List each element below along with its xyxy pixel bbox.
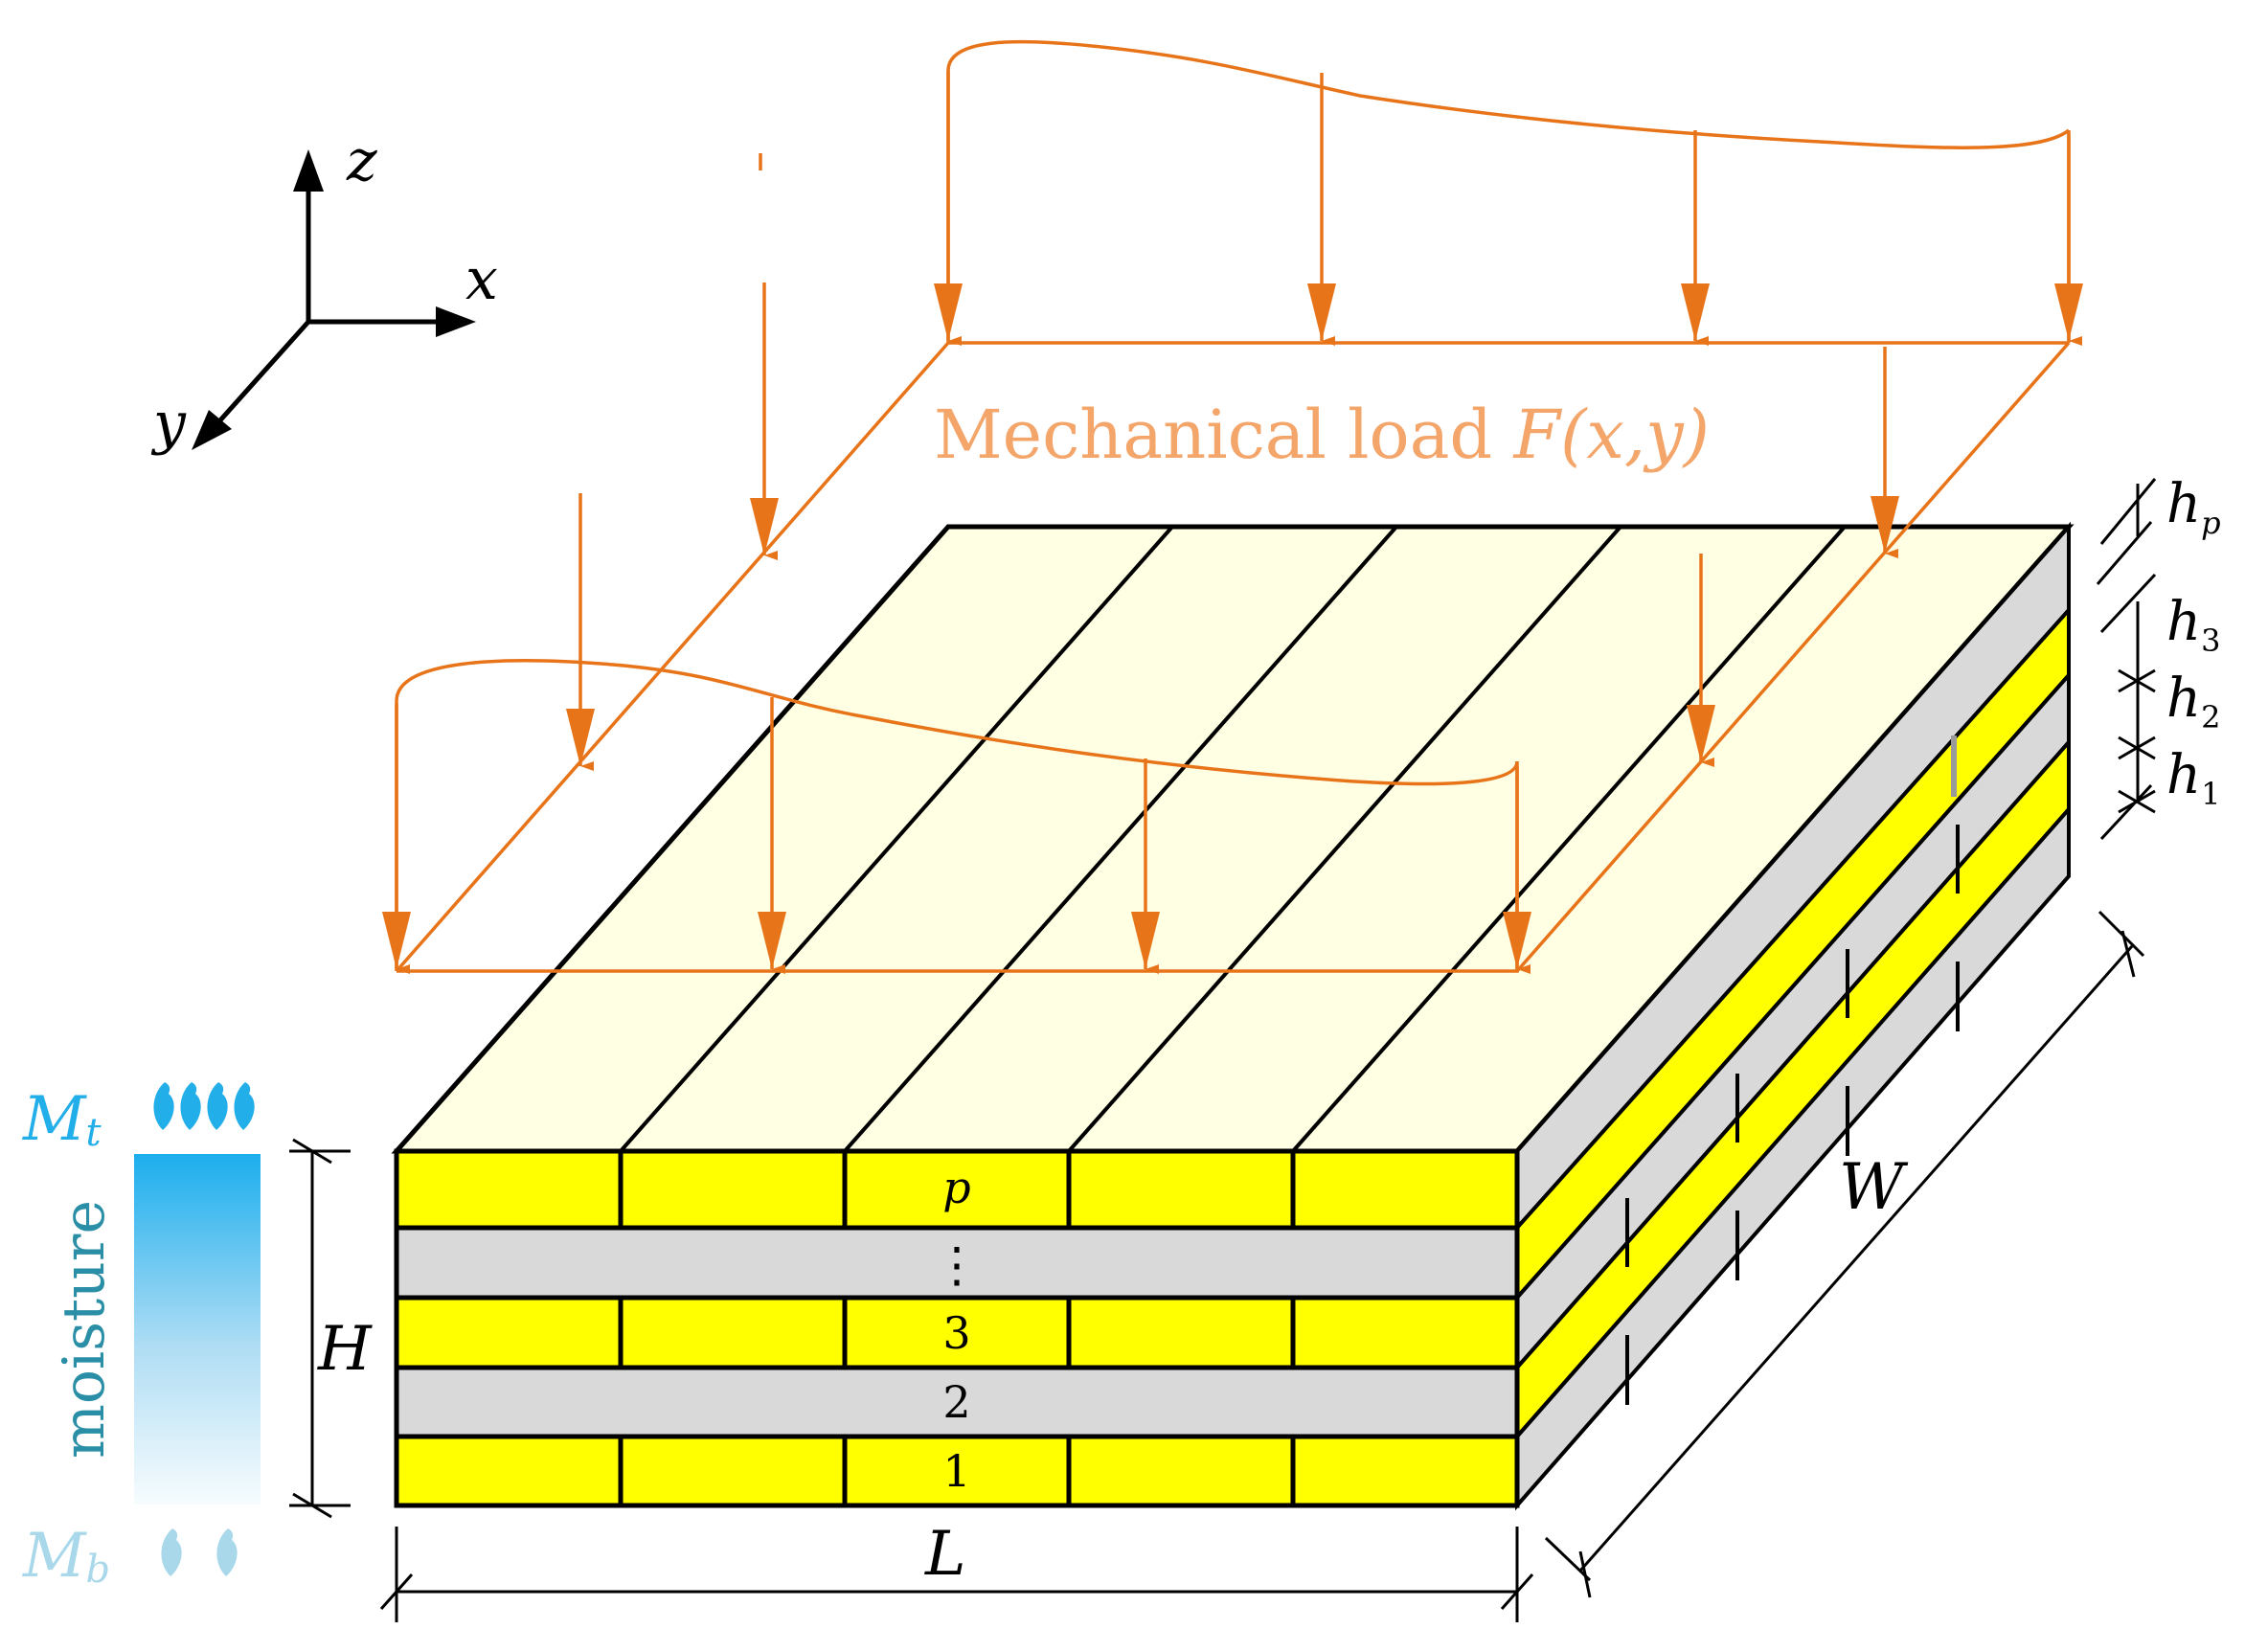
moisture-gradient-bar	[134, 1154, 261, 1505]
thickness-hp-sub: p	[2201, 505, 2220, 541]
thickness-h1-sub: 1	[2201, 776, 2220, 812]
moisture-droplets-top-icon	[153, 1082, 255, 1130]
coordinate-axes	[209, 182, 441, 433]
side-face-joints	[1625, 825, 1960, 1405]
load-arrowhead	[382, 912, 411, 969]
moisture-top-base: M	[22, 1084, 87, 1155]
thickness-h1-base: h	[2166, 744, 2201, 806]
z-axis-label: z	[346, 127, 377, 194]
mechanical-load-symbol: F	[1512, 396, 1563, 474]
x-axis-arrowhead	[436, 306, 476, 337]
y-axis-arrowhead	[192, 410, 232, 450]
moisture-droplets-bottom-icon	[161, 1528, 238, 1576]
thickness-h2-sub: 2	[2201, 699, 2220, 735]
layer-label-p: p	[942, 1162, 970, 1213]
load-arrowhead	[1687, 705, 1715, 762]
load-arrowhead	[1681, 283, 1710, 341]
front-layer-3	[394, 1295, 1520, 1370]
moisture-top-sub: t	[86, 1111, 102, 1155]
dimension-w-label: W	[1839, 1150, 1909, 1224]
thickness-h2-label: h2	[2166, 668, 2220, 735]
mechanical-load-prefix: Mechanical load	[934, 396, 1514, 474]
thickness-hp-label: hp	[2166, 473, 2221, 541]
load-arrowhead	[1307, 283, 1336, 341]
thickness-h3-label: h3	[2166, 591, 2220, 659]
moisture-bottom-sub: b	[86, 1548, 111, 1592]
thickness-markers	[2096, 478, 2157, 841]
dimension-l	[379, 1527, 1534, 1622]
thickness-h3-sub: 3	[2201, 622, 2220, 659]
load-arrowhead	[758, 912, 786, 969]
top-face-lamella-lines	[619, 525, 1847, 1153]
plate-side-face	[1515, 521, 2071, 1511]
dimension-h-label: H	[317, 1314, 373, 1385]
thickness-h3-base: h	[2166, 591, 2201, 653]
dimension-w	[1544, 910, 2145, 1598]
dimension-l-label: L	[924, 1519, 966, 1590]
mechanical-load-label: Mechanical load F(x,y)	[934, 396, 1710, 474]
moisture-bottom-label: Mb	[22, 1521, 110, 1592]
load-arrowhead	[934, 283, 963, 341]
layer-label-3: 3	[942, 1307, 970, 1359]
moisture-bottom-base: M	[22, 1521, 87, 1592]
load-arrowhead	[1871, 496, 1899, 554]
front-face-joints	[618, 1151, 1296, 1505]
layer-label-1: 1	[942, 1445, 970, 1497]
y-axis-label: y	[150, 390, 187, 457]
load-arrowhead	[750, 498, 779, 555]
load-arrowhead	[1131, 912, 1160, 969]
thickness-h2-base: h	[2166, 668, 2201, 730]
moisture-top-label: Mt	[22, 1084, 102, 1155]
x-axis-label: x	[465, 246, 498, 313]
layer-label-dots: ⋮	[933, 1237, 981, 1293]
moisture-label: moisture	[51, 1200, 118, 1459]
z-axis-arrowhead	[293, 149, 324, 192]
load-arrowhead	[566, 709, 595, 766]
thickness-h1-label: h1	[2166, 744, 2220, 812]
front-layer-1	[394, 1434, 1520, 1508]
load-arrowhead	[1503, 912, 1531, 969]
thickness-hp-base: h	[2166, 473, 2201, 535]
load-arrowhead	[2054, 283, 2083, 341]
dimension-h	[289, 1138, 351, 1519]
mechanical-load-args: (x,y)	[1560, 396, 1710, 474]
plate-front-face	[394, 1148, 1520, 1508]
layer-label-2: 2	[942, 1376, 970, 1428]
